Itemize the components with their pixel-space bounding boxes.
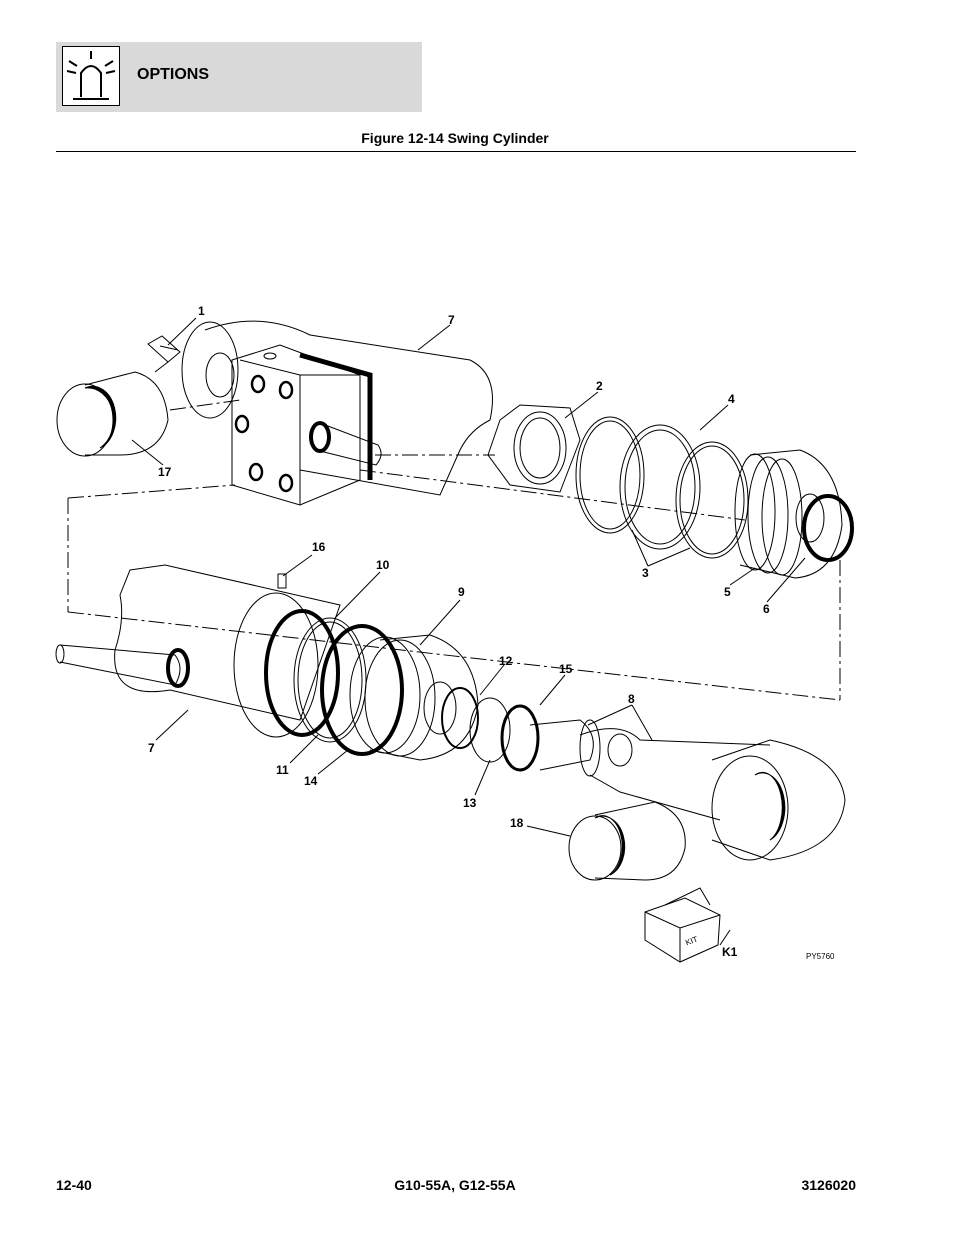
model-numbers: G10-55A, G12-55A [394, 1177, 516, 1193]
cylinder-barrel-top [204, 320, 493, 496]
callout-12: 12 [499, 654, 513, 668]
callout-3: 3 [642, 566, 649, 580]
callout-6: 6 [763, 602, 770, 616]
kit-box-label: KIT [684, 935, 699, 948]
wear-ring-3b [675, 441, 749, 559]
figure-title: Figure 12-14 Swing Cylinder [361, 130, 549, 146]
callout-18: 18 [510, 816, 524, 830]
callout-14: 14 [304, 774, 318, 788]
callout-7-bottom: 7 [148, 741, 155, 755]
section-title: OPTIONS [137, 66, 210, 83]
callout-9: 9 [458, 585, 465, 599]
callout-1: 1 [198, 304, 205, 318]
beacon-light-icon [62, 46, 120, 106]
backup-ring-11 [293, 617, 367, 743]
bushing-17 [84, 371, 169, 456]
bushing-18 [594, 801, 686, 881]
callout-8: 8 [628, 692, 635, 706]
o-ring-6 [802, 494, 854, 562]
callout-15: 15 [559, 662, 573, 676]
callout-2: 2 [596, 379, 603, 393]
kit-box [644, 897, 721, 963]
callout-17: 17 [158, 465, 172, 479]
piston-5 [739, 449, 843, 579]
backup-ring-13 [469, 697, 511, 763]
callout-16: 16 [312, 540, 326, 554]
locknut [487, 404, 581, 493]
callout-13: 13 [463, 796, 477, 810]
o-ring-12 [441, 687, 479, 749]
callout-5: 5 [724, 585, 731, 599]
wear-ring-3a [575, 416, 645, 534]
piston-rod-8 [529, 719, 594, 771]
lock-ring-15 [500, 704, 540, 772]
drawing-code: PY5760 [806, 952, 835, 961]
header-divider [56, 151, 856, 152]
barrel-eye-top [181, 321, 239, 419]
callout-7-top: 7 [448, 313, 455, 327]
cylinder-barrel-bottom [114, 564, 341, 721]
grease-fitting [147, 335, 181, 363]
page-number: 12-40 [56, 1177, 92, 1193]
callout-4: 4 [728, 392, 735, 406]
wiper-seal-10 [264, 609, 340, 737]
seal-ring-4 [619, 424, 701, 550]
callout-11: 11 [276, 763, 289, 777]
document-number: 3126020 [801, 1177, 856, 1193]
rod-eye [711, 739, 846, 861]
callout-k1: K1 [722, 945, 738, 959]
callout-10: 10 [376, 558, 390, 572]
set-screw-16 [277, 573, 287, 589]
rod-seal-14 [320, 624, 404, 756]
